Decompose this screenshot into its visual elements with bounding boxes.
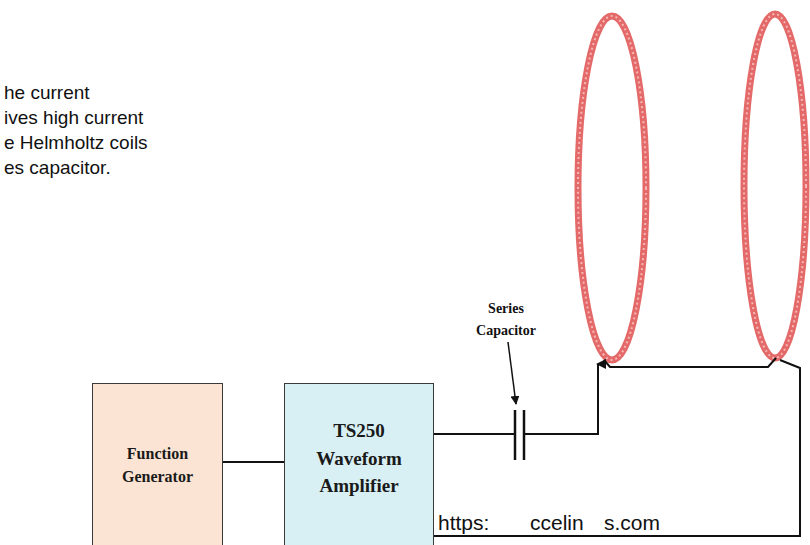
- wire: [433, 358, 800, 536]
- helmholtz-coil: [744, 14, 806, 358]
- leader-arrow: [508, 342, 516, 404]
- capacitor-symbol: [515, 410, 524, 460]
- helmholtz-coil: [578, 16, 646, 360]
- note-text: he current: [4, 78, 90, 108]
- box-label: Function Generator: [112, 442, 204, 488]
- component-label: Series Capacitor: [466, 298, 546, 343]
- watermark: s.com: [604, 506, 660, 540]
- signal-wire: [223, 461, 284, 463]
- note-text: e Helmholtz coils: [4, 128, 148, 158]
- watermark: ccelin: [530, 506, 584, 540]
- note-text: ives high current: [4, 103, 143, 133]
- watermark: https:: [438, 506, 489, 540]
- function-generator-box: Function Generator: [92, 383, 223, 545]
- amplifier-box: TS250 Waveform Amplifier: [284, 383, 434, 545]
- note-text: es capacitor.: [4, 153, 111, 183]
- box-label: TS250 Waveform Amplifier: [303, 417, 415, 500]
